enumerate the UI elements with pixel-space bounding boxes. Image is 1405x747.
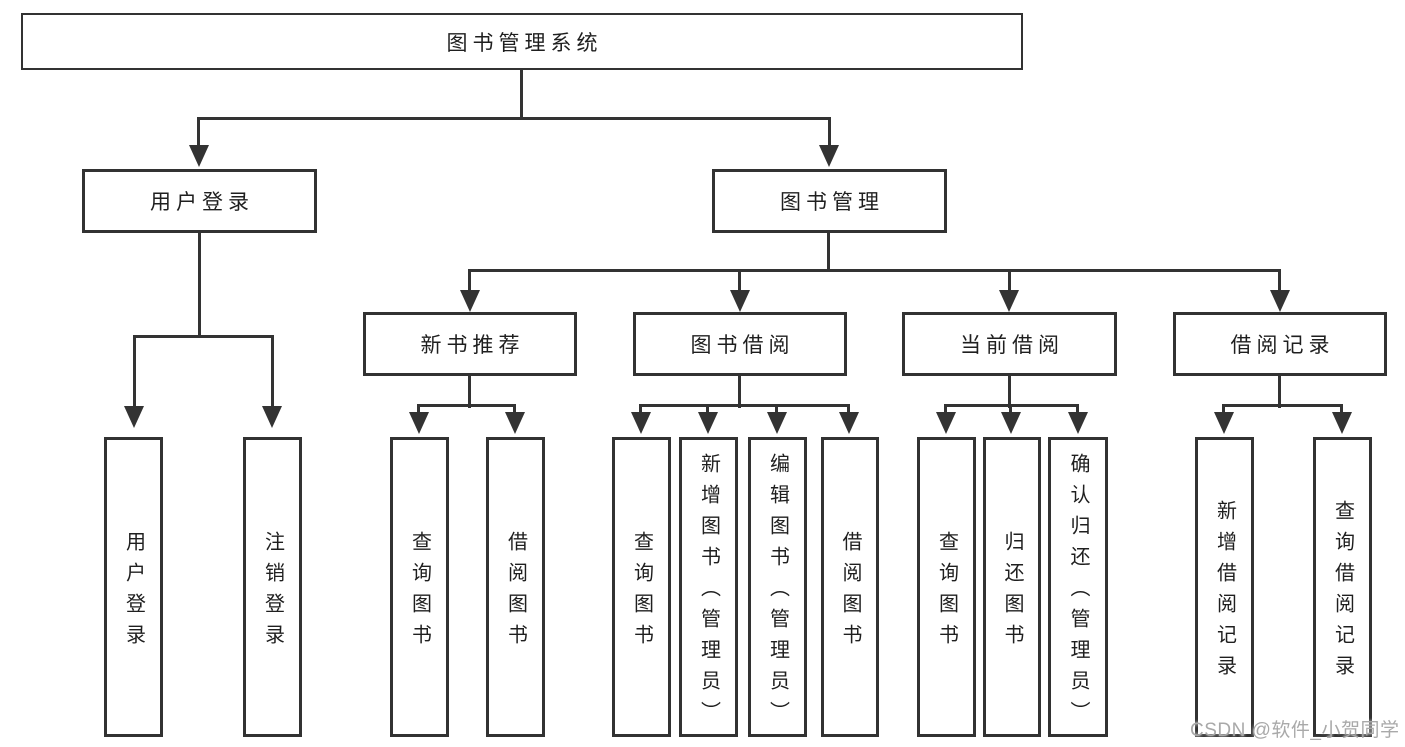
node-label: 新增借阅记录 xyxy=(1213,499,1236,686)
connector-line xyxy=(775,404,778,414)
node-label: 确认归还（管理员） xyxy=(1067,453,1089,732)
leaf-add-borrow-record: 新增借阅记录 xyxy=(1195,437,1254,737)
leaf-query-books-current: 查询图书 xyxy=(917,437,976,737)
connector-line xyxy=(513,404,516,414)
leaf-return-books: 归还图书 xyxy=(983,437,1041,737)
arrowhead xyxy=(124,406,144,428)
node-label: 当前借阅 xyxy=(960,334,1064,357)
arrowhead xyxy=(1332,412,1352,434)
leaf-borrow-books: 借阅图书 xyxy=(821,437,879,737)
connector-line xyxy=(639,404,850,407)
connector-line xyxy=(417,404,420,414)
node-label: 借阅图书 xyxy=(839,530,861,655)
arrowhead xyxy=(262,406,282,428)
node-book-management: 图书管理 xyxy=(712,169,947,233)
node-label: 图书管理 xyxy=(780,191,884,214)
arrowhead xyxy=(409,412,429,434)
node-label: 借阅图书 xyxy=(504,530,527,655)
leaf-borrow-books-recommend: 借阅图书 xyxy=(486,437,545,737)
node-label: 查询图书 xyxy=(408,530,431,655)
node-label: 新增图书（管理员） xyxy=(697,453,720,732)
arrowhead xyxy=(698,412,718,434)
connector-line xyxy=(133,335,274,338)
connector-line xyxy=(738,376,741,408)
arrowhead xyxy=(189,145,209,167)
arrowhead xyxy=(505,412,525,434)
node-label: 查询图书 xyxy=(630,530,653,655)
node-user-login: 用户登录 xyxy=(82,169,317,233)
node-label: 归还图书 xyxy=(1001,530,1023,655)
connector-line xyxy=(271,335,274,409)
connector-line xyxy=(1008,269,1011,292)
node-label: 用户登录 xyxy=(150,191,254,214)
leaf-confirm-return-admin: 确认归还（管理员） xyxy=(1048,437,1108,737)
node-borrow-records: 借阅记录 xyxy=(1173,312,1387,376)
arrowhead xyxy=(1001,412,1021,434)
connector-line xyxy=(1076,404,1079,414)
arrowhead xyxy=(999,290,1019,312)
connector-line xyxy=(197,117,200,147)
node-current-borrow: 当前借阅 xyxy=(902,312,1117,376)
node-system-root: 图书管理系统 xyxy=(21,13,1023,70)
arrowhead xyxy=(730,290,750,312)
arrowhead xyxy=(631,412,651,434)
connector-line xyxy=(827,233,830,272)
connector-line xyxy=(738,269,741,292)
arrowhead xyxy=(819,145,839,167)
node-label: 新书推荐 xyxy=(420,334,525,357)
connector-line xyxy=(706,404,709,414)
node-label: 图书管理系统 xyxy=(446,31,603,55)
leaf-edit-books-admin: 编辑图书（管理员） xyxy=(748,437,807,737)
node-label: 图书借阅 xyxy=(690,334,795,357)
arrowhead xyxy=(839,412,859,434)
connector-line xyxy=(1009,404,1012,414)
watermark-text: CSDN @软件_小贺同学 xyxy=(1190,720,1400,741)
node-label: 查询图书 xyxy=(935,530,958,655)
leaf-user-login: 用户登录 xyxy=(104,437,163,737)
connector-line xyxy=(468,269,1281,272)
leaf-query-borrow-record: 查询借阅记录 xyxy=(1313,437,1372,737)
connector-line xyxy=(198,233,201,338)
leaf-logout: 注销登录 xyxy=(243,437,302,737)
node-book-borrow: 图书借阅 xyxy=(633,312,847,376)
arrowhead xyxy=(1270,290,1290,312)
connector-line xyxy=(417,404,516,407)
arrowhead xyxy=(936,412,956,434)
arrowhead xyxy=(1214,412,1234,434)
connector-line xyxy=(197,117,831,120)
leaf-query-books-borrow: 查询图书 xyxy=(612,437,671,737)
arrowhead xyxy=(1068,412,1088,434)
node-label: 编辑图书（管理员） xyxy=(766,453,789,732)
arrowhead xyxy=(460,290,480,312)
connector-line xyxy=(1278,269,1281,292)
connector-line xyxy=(1278,376,1281,408)
node-label: 查询借阅记录 xyxy=(1331,499,1354,686)
connector-line xyxy=(847,404,850,414)
connector-line xyxy=(520,68,523,120)
connector-line xyxy=(468,376,471,408)
leaf-query-books-recommend: 查询图书 xyxy=(390,437,449,737)
node-label: 注销登录 xyxy=(261,530,284,655)
connector-line xyxy=(1340,404,1343,414)
arrowhead xyxy=(767,412,787,434)
connector-line xyxy=(639,404,642,414)
connector-line xyxy=(944,404,947,414)
connector-line xyxy=(1008,376,1011,408)
connector-line xyxy=(1222,404,1225,414)
connector-line xyxy=(468,269,471,292)
node-new-book-recommend: 新书推荐 xyxy=(363,312,577,376)
node-label: 用户登录 xyxy=(122,530,145,655)
connector-line xyxy=(1222,404,1343,407)
connector-line xyxy=(828,117,831,147)
leaf-add-books-admin: 新增图书（管理员） xyxy=(679,437,738,737)
connector-line xyxy=(133,335,136,409)
node-label: 借阅记录 xyxy=(1230,334,1335,357)
